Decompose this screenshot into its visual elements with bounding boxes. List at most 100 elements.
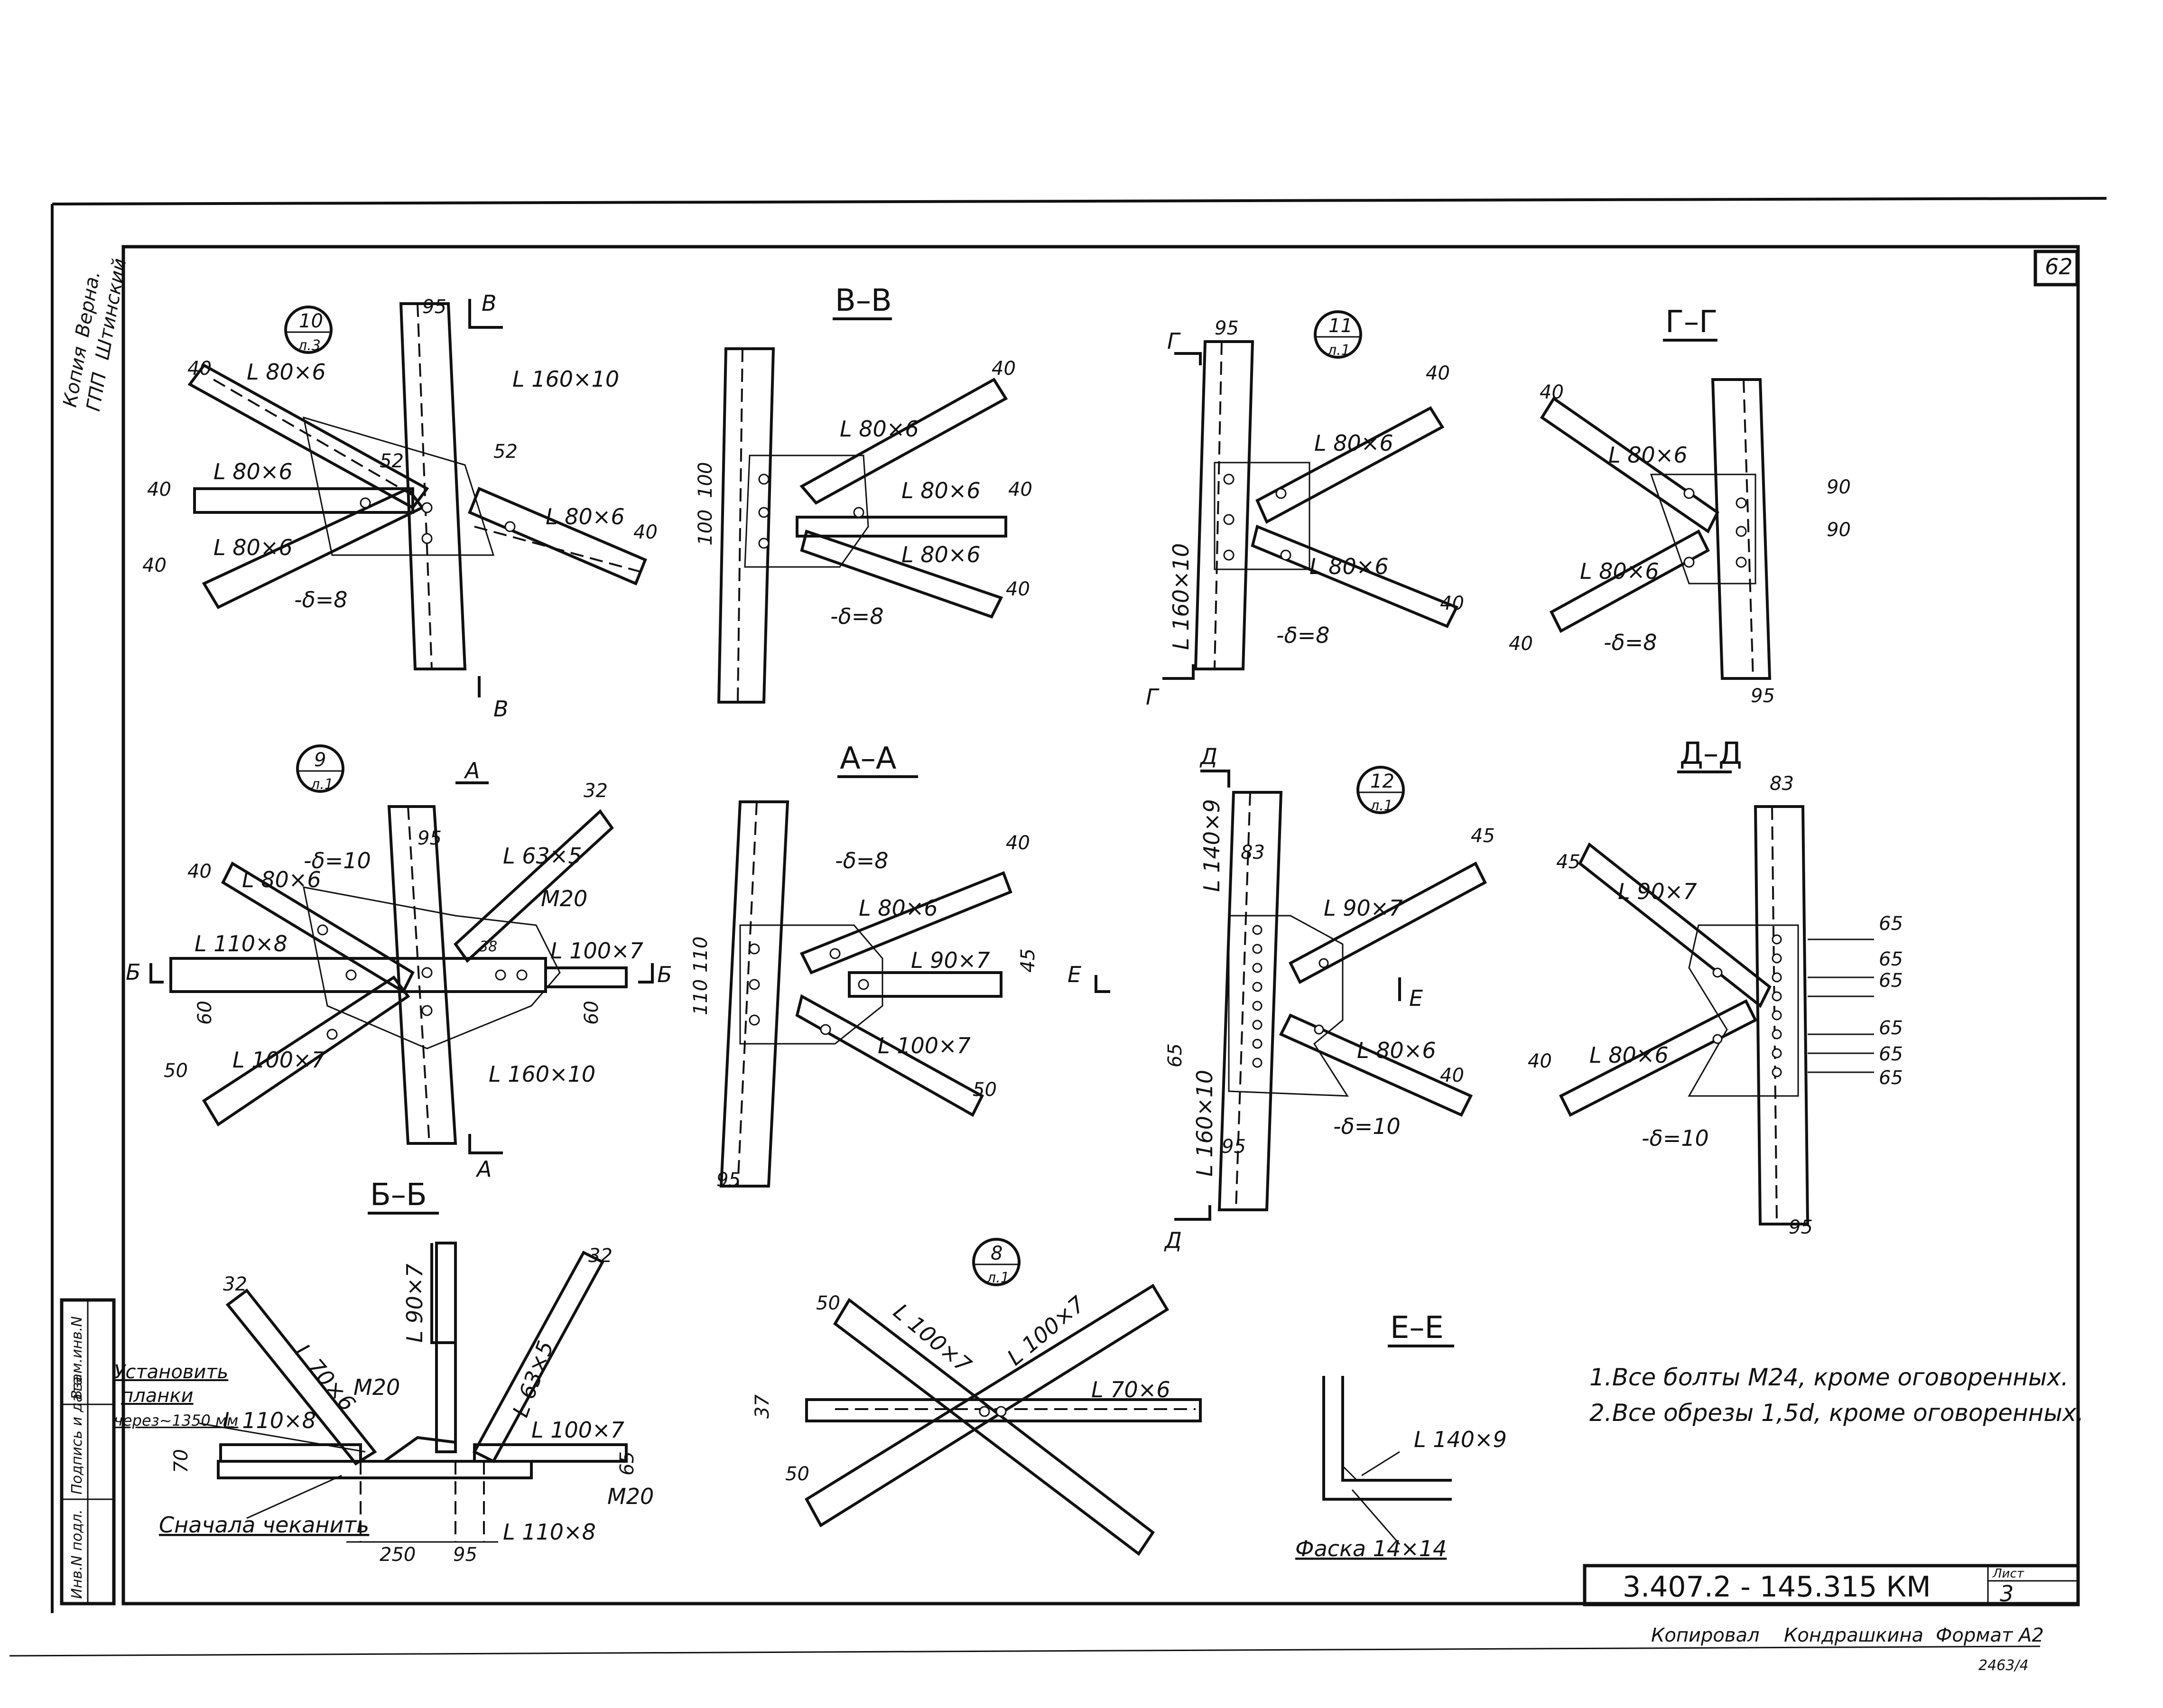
node-12-label-3: L 90×7 — [1324, 895, 1403, 921]
node-11-label-4: -δ=8 — [1276, 622, 1330, 648]
section-dd-dim-1: 83 — [1770, 773, 1794, 795]
install-note-line-1: Установить — [114, 1361, 228, 1383]
section-aa-label-1: -δ=8 — [835, 848, 889, 873]
section-dd-dim-8: 65 — [1879, 1043, 1903, 1065]
node-8-dim-3: 37 — [752, 1394, 773, 1419]
section-vv-drawing — [717, 347, 1008, 704]
node-11-label-1: L 80×6 — [1314, 430, 1393, 456]
node-9-dim-7: 38 — [479, 938, 497, 955]
section-bb-dim-3: 70 — [170, 1449, 192, 1473]
node-12-dim-5: 65 — [1164, 1043, 1186, 1068]
section-bb-dim-2: 32 — [588, 1245, 613, 1267]
note-2: 2.Все обрезы 1,5d, кроме оговоренных. — [1589, 1399, 2084, 1427]
section-aa-label-2: L 80×6 — [859, 895, 938, 921]
stamp-line-3: ГПП — [83, 371, 111, 413]
node-12-label-5: -δ=10 — [1333, 1114, 1401, 1139]
document-code: 3.407.2 - 145.3 — [1623, 1570, 1841, 1604]
node-11-drawing — [1194, 340, 1459, 670]
section-dd-title: Д–Д — [1680, 736, 1742, 771]
document-mark: 15 КМ — [1841, 1570, 1931, 1604]
node-10-dim-3: 52 — [493, 441, 518, 463]
node-12-sheet: л.1 — [1370, 798, 1393, 814]
footer-copied: Копировал — [1651, 1624, 1760, 1646]
section-dd-dimension-lines — [1808, 938, 1874, 1073]
section-ee-label-2: Фаска 14×14 — [1295, 1536, 1447, 1561]
node-8-drawing — [805, 1283, 1202, 1556]
node-8-label-3: L 70×6 — [1091, 1377, 1170, 1402]
section-ee-title: Е–Е — [1390, 1310, 1444, 1346]
node-12-label-2: L 160×10 — [1192, 1070, 1217, 1177]
footer-format: Формат А2 — [1936, 1624, 2044, 1646]
sheet-number: 3 — [2000, 1581, 2014, 1606]
node-10-cut-bottom: В — [493, 696, 509, 722]
section-aa-label-3: L 90×7 — [911, 947, 990, 973]
footer-inventory: 2463/4 — [1978, 1657, 2029, 1674]
node-10-dim-6: 40 — [142, 555, 167, 576]
node-9-dim-4: 50 — [164, 1060, 188, 1082]
section-bb-dim-5: 250 — [380, 1544, 416, 1566]
section-dd-dim-7: 65 — [1879, 1017, 1903, 1039]
section-gg-dim-2: 40 — [1509, 633, 1533, 655]
node-12-number: 12 — [1370, 770, 1394, 792]
section-gg-dim-4: 90 — [1827, 519, 1851, 541]
section-dd-label-1: L 90×7 — [1618, 879, 1697, 904]
node-8-number: 8 — [991, 1243, 1003, 1264]
node-11-label-2: L 80×6 — [1309, 554, 1389, 579]
node-8-label-1: L 100×7 — [889, 1299, 976, 1378]
node-12-callout: 12 л.1 — [1356, 766, 1405, 814]
node-11-sheet: л.1 — [1327, 342, 1350, 359]
node-8-dim-1: 50 — [816, 1292, 840, 1314]
section-bb-dim-4: 65 — [616, 1451, 638, 1476]
node-10-dim-2: 52 — [380, 450, 404, 472]
section-aa-drawing — [719, 800, 1012, 1188]
node-11-callout: 11 л.1 — [1314, 310, 1362, 359]
node-10-label-5: L 160×10 — [512, 366, 619, 392]
node-12-label-1: L 140×9 — [1199, 799, 1225, 892]
section-vv-label-3: L 80×6 — [901, 542, 981, 567]
node-10-sheet: л.3 — [297, 337, 321, 354]
section-bb-label-4: L 110×8 — [223, 1408, 316, 1433]
section-vv-label-1: L 80×6 — [840, 416, 919, 442]
install-note-line-2: планки — [121, 1385, 194, 1407]
section-vv-dim-2: 40 — [1008, 479, 1032, 501]
node-9-dim-2: 32 — [584, 780, 608, 802]
section-gg-label-3: -δ=8 — [1604, 630, 1657, 655]
note-1: 1.Все болты М24, кроме оговоренных. — [1589, 1364, 2069, 1391]
section-bb-label-8: М20 — [607, 1484, 654, 1509]
section-aa-dim-4: 110 — [690, 937, 712, 973]
node-9-label-3: L 100×7 — [232, 1047, 325, 1073]
section-dd-label-3: -δ=10 — [1642, 1125, 1709, 1151]
section-bb-dim-1: 32 — [223, 1273, 247, 1295]
copy-stamp: Копия Верна. ГПП Штинский — [59, 257, 131, 413]
section-dd-dim-3: 40 — [1528, 1050, 1552, 1072]
section-bb-label-7: М20 — [353, 1374, 400, 1400]
node-9-drawing — [169, 805, 628, 1145]
section-aa-dim-2: 45 — [1017, 948, 1039, 973]
node-8-sheet: л.1 — [986, 1270, 1010, 1286]
caulk-note: Сначала чеканить — [159, 1512, 369, 1538]
section-aa-dim-1: 40 — [1006, 832, 1030, 854]
section-vv-label-4: -δ=8 — [830, 603, 884, 629]
node-11-dim-1: 95 — [1215, 317, 1239, 339]
section-aa-title: А–А — [840, 741, 897, 776]
section-bb-title: Б–Б — [370, 1178, 427, 1213]
section-bb-label-1: L 70×6 — [290, 1339, 361, 1416]
node-12-cut-d-bottom: Д — [1164, 1227, 1182, 1253]
node-10-label-1: L 80×6 — [247, 359, 326, 385]
side-strip-inv: Инв.N подл. — [69, 1509, 85, 1599]
section-ee-label-1: L 140×9 — [1414, 1427, 1507, 1452]
section-bb-label-6: L 110×8 — [503, 1519, 596, 1545]
section-vv-dim-1: 40 — [992, 358, 1016, 380]
section-gg-title: Г–Г — [1665, 305, 1717, 340]
section-gg-dim-3: 90 — [1827, 476, 1851, 498]
section-dd-drawing — [1559, 805, 1810, 1225]
node-12-cut-e-right: Е — [1409, 985, 1423, 1011]
node-9-label-1: L 80×6 — [242, 867, 321, 892]
node-12-label-4: L 80×6 — [1357, 1038, 1436, 1063]
node-9-sheet: л.1 — [310, 776, 334, 793]
node-11-label-3: L 160×10 — [1168, 543, 1194, 650]
node-11-number: 11 — [1328, 315, 1353, 337]
section-bb-drawing — [217, 1242, 628, 1543]
node-10-dim-4: 40 — [187, 358, 212, 380]
node-10-dim-1: 95 — [422, 296, 446, 318]
